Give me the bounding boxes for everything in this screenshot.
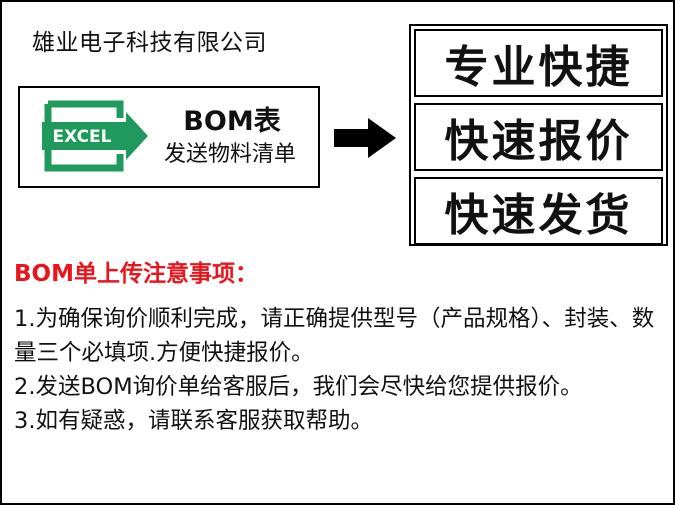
slogan-fast-quote: 快速报价 <box>414 103 663 171</box>
note-item-1: 1.为确保询价顺利完成，请正确提供型号（产品规格）、封装、数量三个必填项.方便快… <box>14 306 655 366</box>
bom-subtitle: 发送物料清单 <box>163 142 296 167</box>
bom-title: BOM表 <box>183 106 281 137</box>
company-name: 雄业电子科技有限公司 <box>32 30 267 56</box>
slogan-professional: 专业快捷 <box>414 29 663 97</box>
slogan-panel: 专业快捷 快速报价 快速发货 <box>409 24 668 246</box>
bom-card: EXCEL BOM表 发送物料清单 <box>18 86 320 188</box>
arrow-right-icon <box>334 118 396 158</box>
note-item-3: 3.如有疑惑，请联系客服获取帮助。 <box>14 408 373 434</box>
note-item-2: 2.发送BOM询价单给客服后，我们会尽快给您提供报价。 <box>14 374 583 400</box>
notes-heading: BOM单上传注意事项： <box>14 261 258 287</box>
excel-icon: EXCEL <box>42 100 148 172</box>
slogan-fast-delivery: 快速发货 <box>414 177 663 245</box>
notes-list: 1.为确保询价顺利完成，请正确提供型号（产品规格）、封装、数量三个必填项.方便快… <box>14 302 666 438</box>
excel-icon-label: EXCEL <box>52 127 111 147</box>
